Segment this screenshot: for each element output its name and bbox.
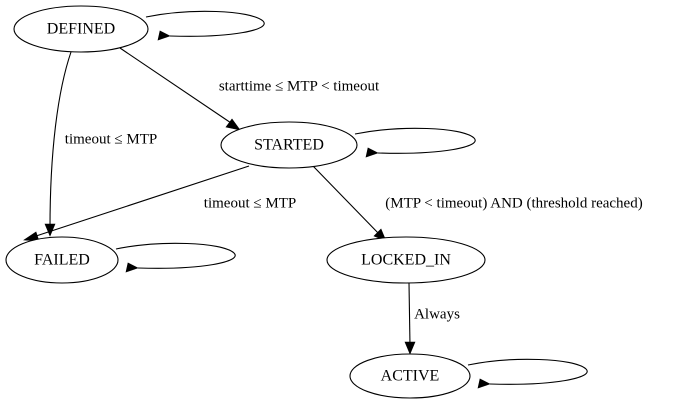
node-defined[interactable]: DEFINED [13, 5, 149, 53]
edge-defined-failed[interactable]: timeout ≤ MTP [44, 51, 157, 237]
node-started-shape [220, 121, 358, 169]
edge-locked-in-active-label: Always [414, 306, 460, 322]
node-locked-in[interactable]: LOCKED_IN [326, 236, 486, 284]
edge-started-locked-in-path [312, 165, 382, 237]
edge-locked-in-active[interactable]: Always [404, 282, 460, 355]
edge-defined-started-label: starttime ≤ MTP < timeout [219, 78, 380, 94]
node-failed[interactable]: FAILED [5, 236, 119, 284]
edge-started-failed[interactable]: timeout ≤ MTP [23, 165, 296, 242]
node-defined-shape [13, 5, 149, 53]
edge-defined-self-path [145, 10, 265, 37]
edge-defined-failed-arrowhead [44, 223, 56, 237]
edge-locked-in-active-arrowhead [404, 341, 416, 355]
edge-failed-self[interactable] [115, 242, 236, 273]
edge-defined-started[interactable]: starttime ≤ MTP < timeout [119, 47, 380, 131]
node-failed-label: FAILED [34, 252, 90, 269]
node-failed-shape [5, 236, 119, 284]
node-defined-label: DEFINED [47, 21, 115, 38]
edge-failed-self-path [115, 242, 236, 269]
edge-defined-failed-label: timeout ≤ MTP [65, 131, 157, 147]
edge-started-self-path [354, 127, 476, 154]
edge-defined-failed-path [49, 51, 72, 229]
node-active-label: ACTIVE [381, 368, 440, 385]
edge-defined-started-path [119, 47, 238, 128]
node-active[interactable]: ACTIVE [349, 353, 471, 399]
edge-started-failed-path [29, 165, 250, 239]
edge-active-self[interactable] [467, 358, 588, 389]
edge-started-failed-label: timeout ≤ MTP [204, 195, 296, 211]
node-active-shape [349, 353, 471, 399]
edge-defined-started-arrowhead [225, 118, 241, 131]
edge-started-self[interactable] [354, 127, 476, 158]
edge-locked-in-active-path [408, 282, 411, 347]
edge-active-self-arrowhead [477, 378, 491, 389]
edge-defined-self[interactable] [145, 10, 265, 41]
edge-started-self-arrowhead [365, 147, 379, 158]
edge-active-self-path [467, 358, 588, 385]
edge-failed-self-arrowhead [125, 262, 139, 273]
node-started-label: STARTED [254, 137, 324, 154]
edge-started-locked-in[interactable]: (MTP < timeout) AND (threshold reached) [312, 165, 643, 242]
edge-defined-self-arrowhead [157, 30, 171, 41]
edge-started-locked-in-label: (MTP < timeout) AND (threshold reached) [385, 195, 642, 211]
node-locked-in-shape [326, 236, 486, 284]
node-started[interactable]: STARTED [220, 121, 358, 169]
node-locked-in-label: LOCKED_IN [361, 252, 451, 269]
